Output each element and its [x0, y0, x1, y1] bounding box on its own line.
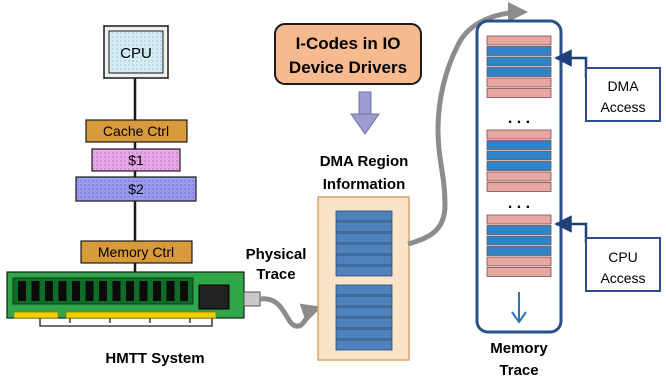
memory-chip [45, 281, 53, 301]
icodes-label-line2: Device Drivers [289, 58, 407, 77]
dma-access-callout: DMA Access [554, 49, 661, 122]
memory-chip [72, 281, 80, 301]
board-controller-chip [198, 284, 230, 310]
trace-entry [486, 214, 552, 225]
cpu-access-callout: CPU Access [554, 215, 661, 292]
trace-group-3 [486, 214, 552, 277]
trace-entry [486, 46, 552, 56]
memory-chip [18, 281, 26, 301]
dma-region-row [335, 265, 393, 277]
board-connector [243, 291, 261, 307]
trace-entry [486, 225, 552, 235]
cpu-label: CPU [120, 45, 152, 62]
trace-entry [486, 129, 552, 140]
board-traces [39, 318, 213, 327]
cpu-access-label-line2: Access [600, 270, 645, 286]
trace-entry [486, 77, 552, 88]
cpu-box: CPU [103, 25, 169, 79]
memory-chip [99, 281, 107, 301]
l2-cache-label: $2 [128, 181, 144, 197]
dma-access-label-line1: DMA [607, 78, 639, 94]
memory-ctrl-label: Memory Ctrl [98, 244, 174, 260]
dma-region-row [335, 254, 393, 266]
dma-region-row [335, 317, 393, 329]
memory-chip [31, 281, 40, 301]
dma-region-block-1 [335, 210, 393, 277]
l2-cache-box: $2 [75, 176, 197, 202]
cache-ctrl-box: Cache Ctrl [85, 119, 188, 143]
dma-region-row [335, 339, 393, 351]
memory-trace-label-line1: Memory [490, 340, 548, 357]
memory-chips [18, 281, 188, 301]
memory-ctrl-box: Memory Ctrl [80, 240, 193, 264]
dma-region-row [335, 221, 393, 233]
hmtt-board [6, 271, 261, 327]
trace-entry [486, 140, 552, 150]
l1-cache-box: $1 [91, 148, 181, 172]
memory-chip [85, 281, 94, 301]
trace-entry [486, 67, 552, 77]
trace-down-arrow [511, 292, 527, 324]
trace-entry [486, 267, 552, 277]
dma-region-row [335, 284, 393, 296]
trace-entry [486, 246, 552, 256]
dma-region-row [335, 243, 393, 255]
trace-entry [486, 150, 552, 161]
icodes-box: I-Codes in IO Device Drivers [274, 23, 422, 85]
dma-region-panel [317, 196, 410, 361]
trace-ellipsis-top: . . . [508, 110, 530, 127]
trace-entry [486, 88, 552, 98]
trace-entry [486, 256, 552, 267]
dma-region-row [335, 328, 393, 340]
memory-chip [126, 281, 134, 301]
trace-entry [486, 235, 552, 246]
icodes-label-line1: I-Codes in IO [296, 34, 401, 53]
memory-chip [139, 281, 148, 301]
memory-chip [166, 281, 175, 301]
dma-access-label-line2: Access [600, 99, 645, 115]
memory-chip [58, 281, 67, 301]
memory-trace-panel: . . . . . . [475, 19, 563, 334]
dma-region-row [335, 210, 393, 222]
l1-cache-label: $1 [128, 152, 144, 168]
dma-region-row [335, 295, 393, 307]
hmtt-system-caption: HMTT System [105, 350, 204, 367]
trace-group-1 [486, 35, 552, 98]
icodes-down-arrow [350, 91, 380, 135]
physical-trace-label-line2: Trace [256, 266, 295, 283]
trace-flow-path [407, 2, 528, 247]
dma-region-label-line2: Information [323, 176, 406, 193]
trace-entry [486, 56, 552, 67]
dma-region-row [335, 232, 393, 244]
trace-group-2 [486, 129, 552, 192]
trace-ellipsis-bottom: . . . [508, 195, 530, 212]
memory-chip [112, 281, 121, 301]
physical-trace-label-line1: Physical [246, 246, 307, 263]
dma-region-label-line1: DMA Region [320, 153, 409, 170]
cache-ctrl-label: Cache Ctrl [103, 123, 169, 139]
trace-entry [486, 182, 552, 192]
trace-entry [486, 161, 552, 171]
memory-trace-label-line2: Trace [499, 362, 538, 379]
dma-region-row [335, 306, 393, 318]
trace-entry [486, 35, 552, 46]
memory-chip [153, 281, 161, 301]
memory-chip [180, 281, 188, 301]
trace-entry [486, 171, 552, 182]
cpu-access-label-line1: CPU [608, 249, 638, 265]
physical-trace-cable [259, 296, 322, 329]
dma-region-block-2 [335, 284, 393, 351]
